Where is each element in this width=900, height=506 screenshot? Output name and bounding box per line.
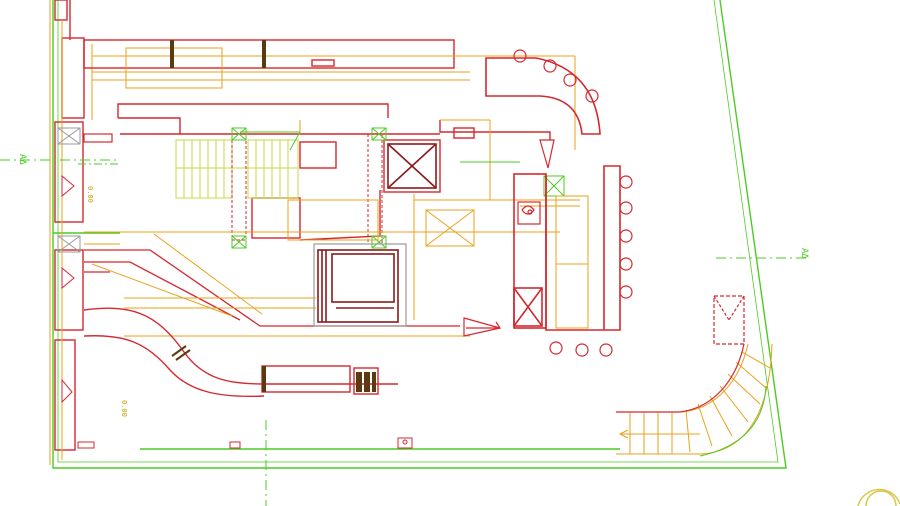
section-label-right: AΔ bbox=[799, 248, 809, 259]
stair-columns bbox=[231, 133, 383, 245]
left-wall bbox=[54, 0, 85, 451]
lift-frame bbox=[313, 243, 407, 327]
elevator-icon bbox=[317, 249, 399, 323]
right-counter bbox=[513, 165, 621, 331]
right-stools bbox=[549, 175, 633, 357]
curved-walkway bbox=[83, 307, 398, 398]
top-dark-posts bbox=[170, 40, 266, 68]
section-marker-left: AΔ bbox=[0, 154, 120, 165]
flow-arrow bbox=[463, 317, 502, 337]
mid-red-walls bbox=[117, 103, 551, 241]
level-label-lower: 0.00 bbox=[120, 400, 128, 417]
section-label-left: AΔ bbox=[17, 154, 27, 165]
site-boundary bbox=[52, 0, 787, 469]
window-markers bbox=[61, 174, 75, 404]
sink-icon bbox=[517, 201, 541, 225]
green-guides bbox=[78, 131, 806, 259]
hanging-lamp bbox=[539, 139, 555, 169]
bottom-fixtures bbox=[77, 437, 413, 449]
spiral-stair-green bbox=[699, 385, 767, 457]
elevator-icon bbox=[387, 143, 437, 189]
ramp-orange bbox=[91, 233, 470, 337]
spiral-stair bbox=[616, 343, 773, 455]
stair-arrow bbox=[618, 429, 700, 439]
column-marker-icon bbox=[57, 127, 81, 253]
equipment-box bbox=[83, 133, 113, 143]
stair-icon bbox=[175, 139, 299, 199]
curved-counter bbox=[485, 57, 601, 135]
top-red-bar bbox=[83, 39, 455, 69]
walkway-posts bbox=[262, 366, 376, 392]
counter-stools bbox=[513, 49, 599, 103]
ramp-lines bbox=[84, 249, 460, 327]
compass-fragment bbox=[857, 488, 900, 506]
spiral-stair-red bbox=[616, 295, 745, 413]
walkway-dark bbox=[171, 345, 191, 361]
right-counter-orange bbox=[555, 195, 589, 329]
level-label-upper: 0.00 bbox=[86, 186, 94, 203]
column-marker-icon bbox=[231, 127, 565, 249]
